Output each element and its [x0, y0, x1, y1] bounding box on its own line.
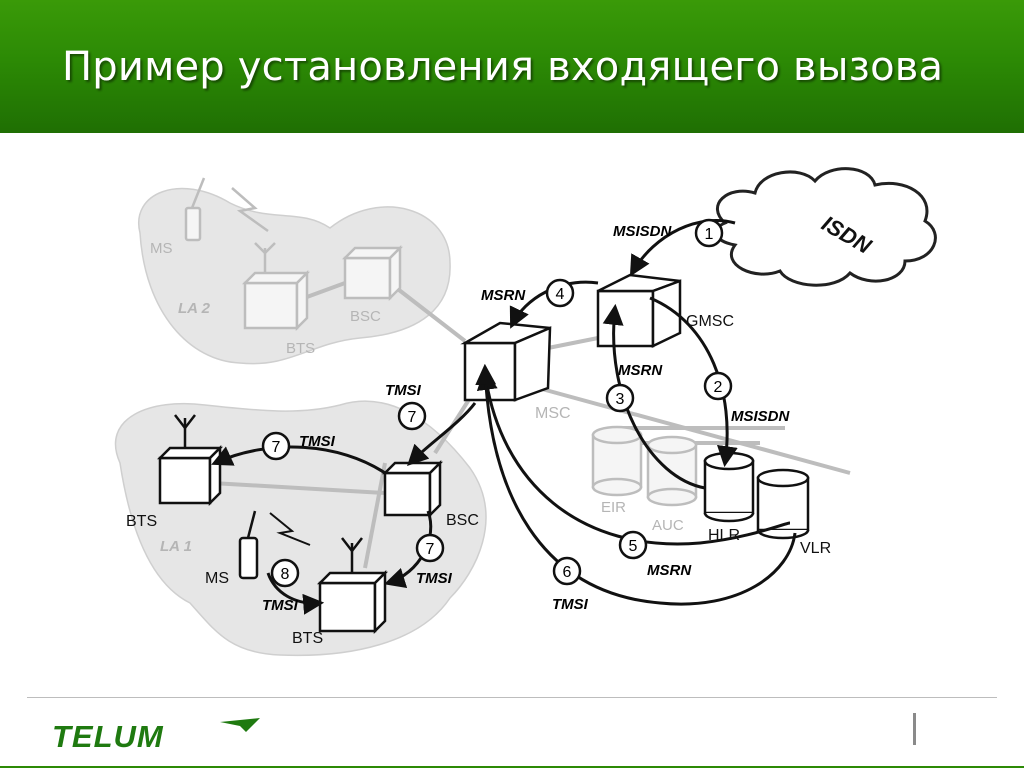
step-7-msc-bsc: 7 TMSI: [385, 382, 427, 431]
svg-text:MSISDN: MSISDN: [613, 223, 673, 240]
svg-text:5: 5: [629, 538, 638, 555]
call-setup-diagram: ISDN MS LA 2 BTS BSC: [114, 167, 937, 657]
msc-label: MSC: [535, 405, 571, 422]
svg-text:MSRN: MSRN: [481, 287, 526, 304]
signal-arrows: [211, 218, 797, 615]
la2-ms-label: MS: [150, 240, 173, 257]
svg-text:MSRN: MSRN: [647, 562, 692, 579]
step-5: 5 MSRN: [618, 530, 692, 579]
svg-text:7: 7: [408, 409, 417, 426]
svg-text:TMSI: TMSI: [262, 597, 299, 614]
isdn-cloud: [714, 167, 937, 287]
eir-label: EIR: [601, 499, 626, 516]
la1-equipment: [156, 414, 444, 635]
svg-text:TMSI: TMSI: [552, 596, 589, 613]
la2-equipment: [184, 177, 404, 332]
core-equipment: [460, 273, 682, 402]
svg-text:6: 6: [563, 564, 572, 581]
telum-logo: TELUM: [52, 718, 260, 754]
svg-text:MSISDN: MSISDN: [731, 408, 791, 425]
la1-bts-left-label: BTS: [126, 513, 157, 530]
la2-bsc-label: BSC: [350, 308, 381, 325]
svg-text:3: 3: [616, 391, 625, 408]
step-8: 8 TMSI: [262, 558, 300, 614]
svg-text:2: 2: [714, 379, 723, 396]
la1-bsc-label: BSC: [446, 512, 479, 529]
step-2: 2 MSISDN: [703, 371, 791, 425]
svg-text:7: 7: [426, 541, 435, 558]
la2-area-label: LA 2: [178, 300, 211, 317]
step-3: 3 MSRN: [605, 362, 663, 413]
logo-text: TELUM: [52, 719, 164, 754]
footer-divider: [27, 697, 997, 698]
logo-swoosh: [220, 718, 260, 732]
svg-text:8: 8: [281, 566, 290, 583]
svg-text:1: 1: [705, 226, 714, 243]
gmsc-label: GMSC: [686, 313, 734, 330]
la1-ms-label: MS: [205, 570, 229, 587]
svg-text:7: 7: [272, 439, 281, 456]
svg-text:MSRN: MSRN: [618, 362, 663, 379]
slide-title: Пример установления входящего вызова: [62, 44, 944, 90]
vlr-label: VLR: [800, 540, 831, 557]
svg-text:TMSI: TMSI: [416, 570, 453, 587]
hlr-vlr-db: [703, 451, 810, 540]
step-7-bsc-bts-bottom: 7 TMSI: [415, 533, 453, 587]
la1-bts-bottom-label: BTS: [292, 630, 323, 647]
svg-text:TMSI: TMSI: [299, 433, 336, 450]
step-1: 1 MSISDN: [613, 218, 724, 248]
svg-text:TMSI: TMSI: [385, 382, 422, 399]
step-7-bsc-bts-left: 7 TMSI: [261, 431, 336, 461]
page-marker: [913, 713, 916, 745]
eir-auc-db: [591, 425, 698, 507]
title-bar: Пример установления входящего вызова: [0, 0, 1024, 133]
la1-area-label: LA 1: [160, 538, 192, 555]
la2-bts-label: BTS: [286, 340, 315, 357]
step-6: 6 TMSI: [552, 556, 589, 613]
step-4: 4 MSRN: [481, 278, 575, 308]
svg-text:4: 4: [556, 286, 565, 303]
auc-label: AUC: [652, 517, 684, 534]
bottom-accent-line: [0, 766, 1024, 768]
